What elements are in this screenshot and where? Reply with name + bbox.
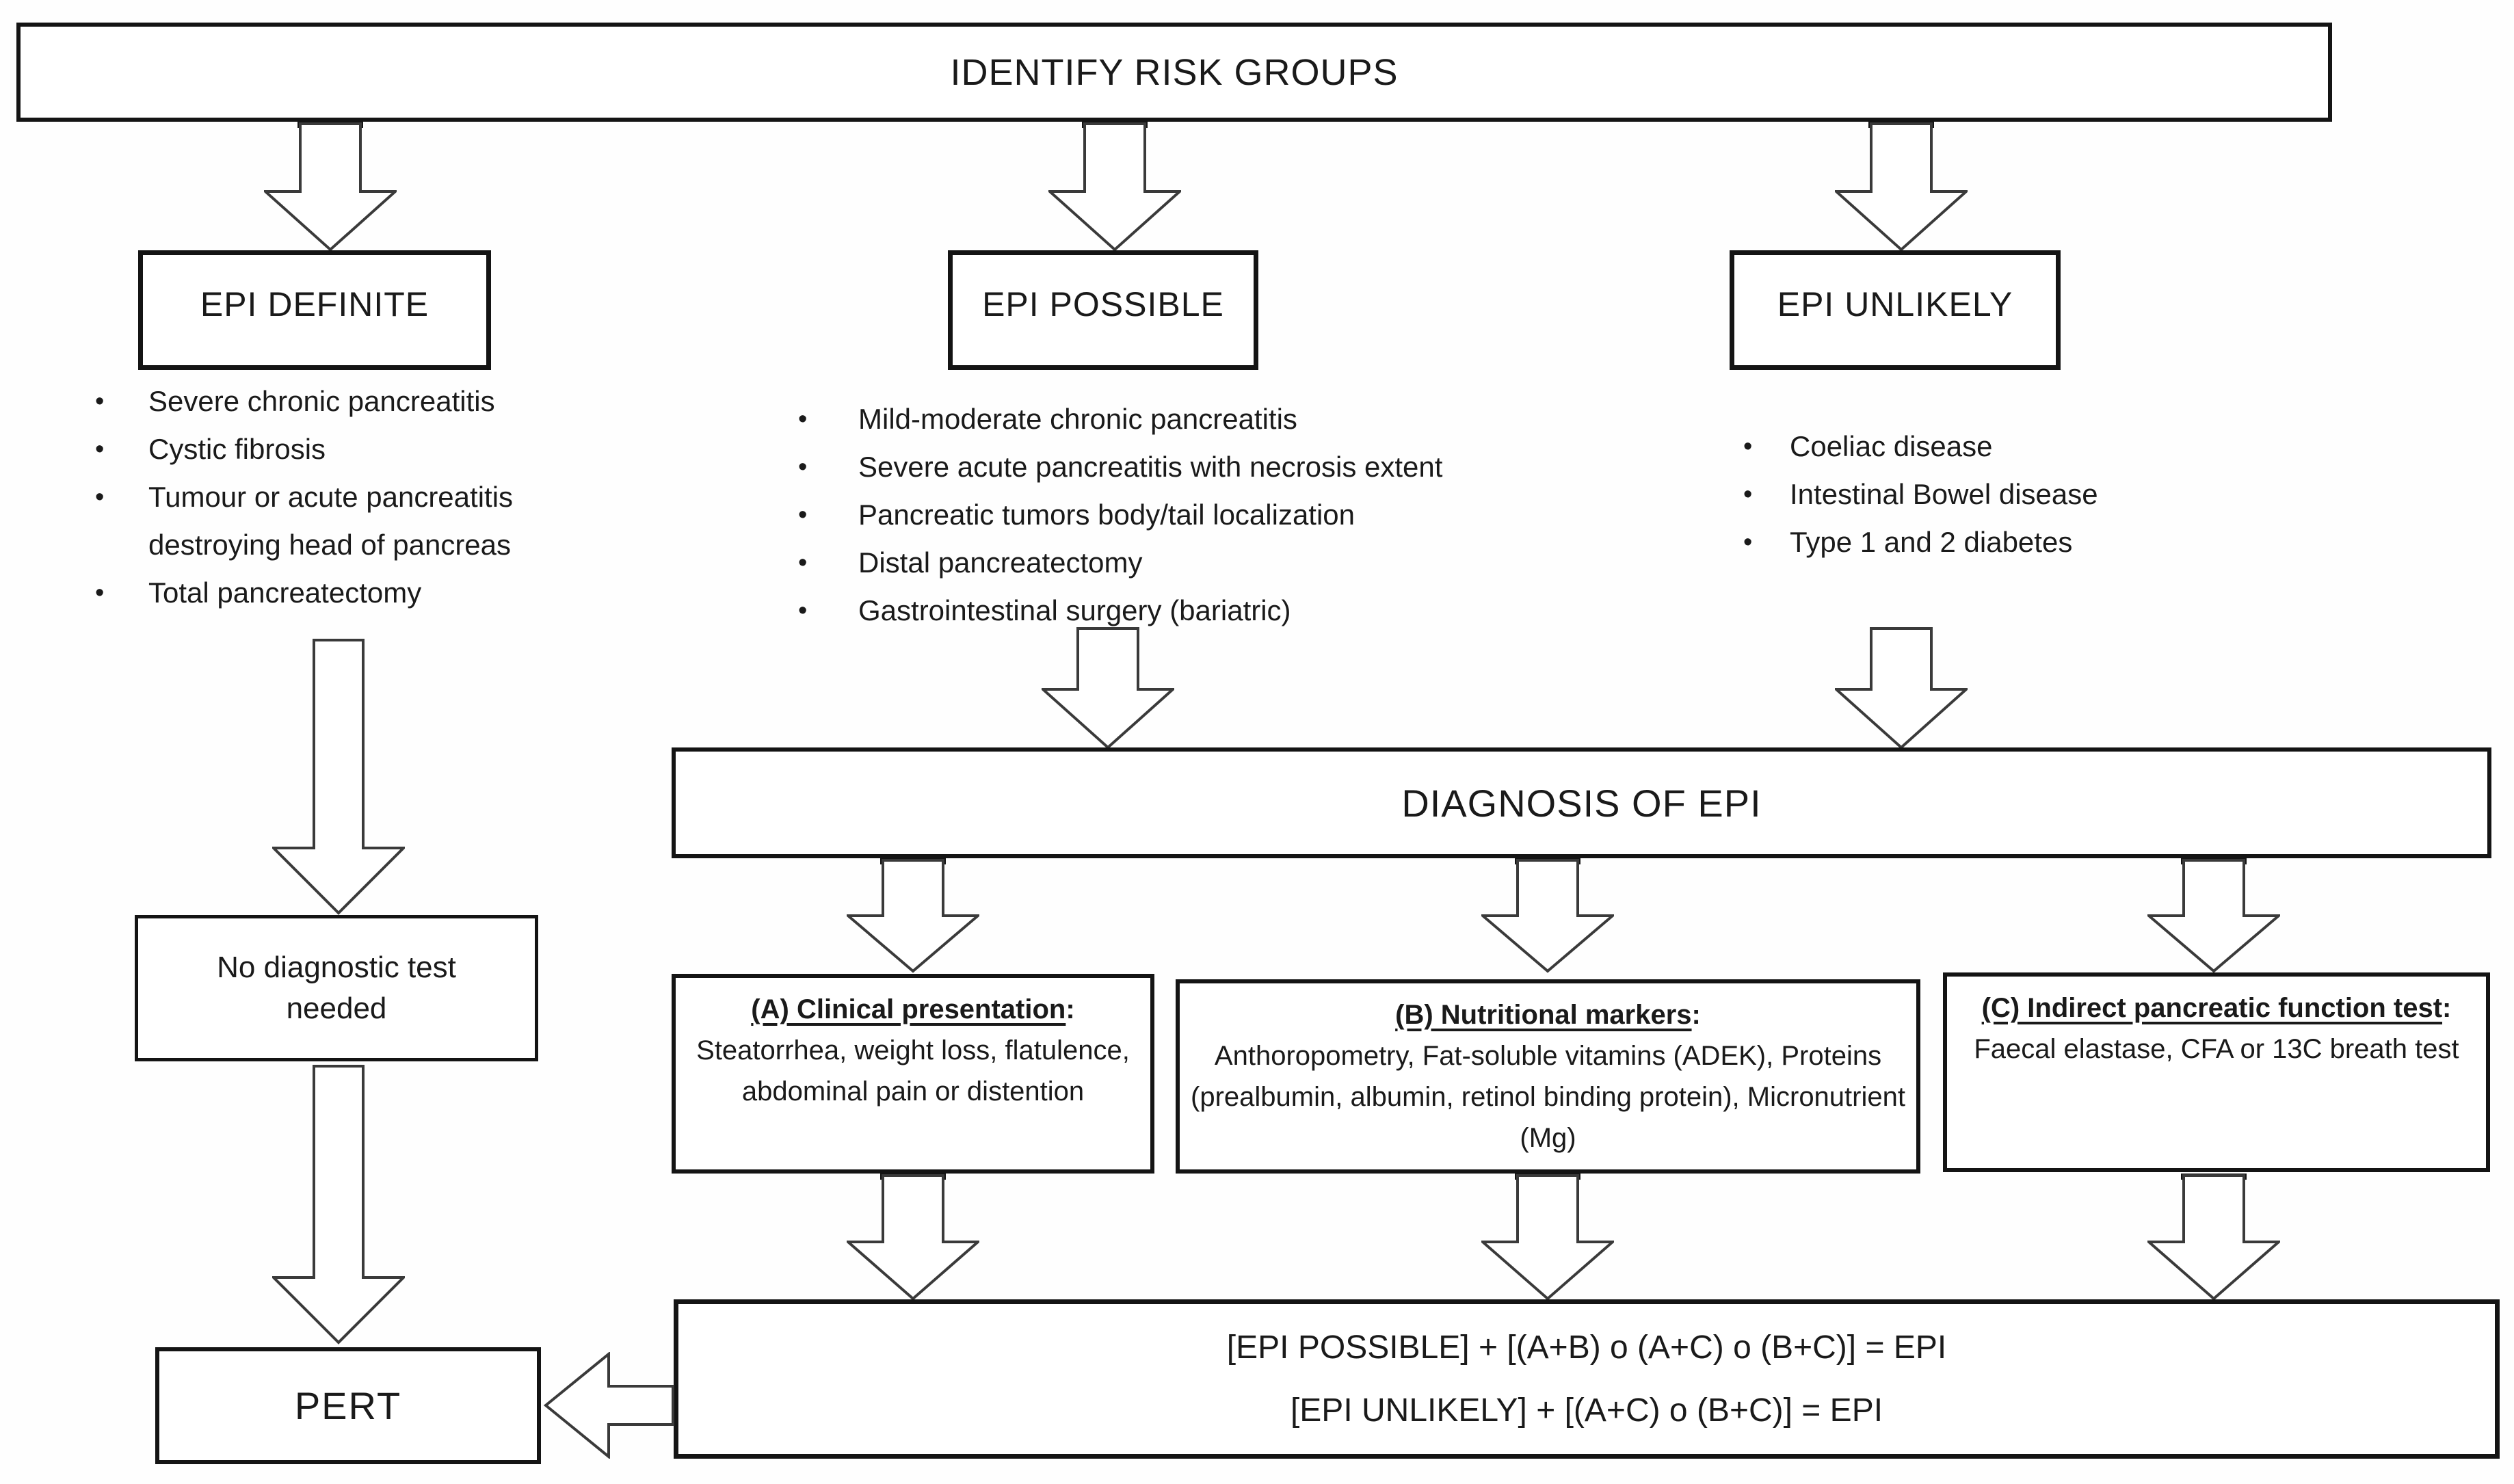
down-arrow-icon-test-c-to-formula (2147, 1174, 2280, 1301)
list-item: Type 1 and 2 diabetes (1741, 518, 2294, 566)
down-arrow-icon-test-b-to-formula (1481, 1174, 1614, 1301)
no-diagnostic-test-label: No diagnostic test needed (217, 951, 456, 1025)
pert-label: PERT (294, 1384, 402, 1427)
list-item: Tumour or acute pancreatitis destroying … (92, 473, 598, 569)
epi-definite-bullet-list: Severe chronic pancreatitis Cystic fibro… (92, 377, 598, 617)
list-item: Coeliac disease (1741, 423, 2294, 471)
epi-possible-box: EPI POSSIBLE (948, 250, 1258, 370)
nutritional-markers-title: (B) Nutritional markers (1395, 1000, 1692, 1030)
epi-definite-box: EPI DEFINITE (138, 250, 491, 370)
colon-text: : (1066, 994, 1075, 1024)
epi-possible-label: EPI POSSIBLE (982, 284, 1224, 323)
nutritional-markers-body: Anthoropometry, Fat-soluble vitamins (AD… (1191, 1041, 1905, 1153)
epi-definite-label: EPI DEFINITE (200, 284, 429, 323)
diagnosis-of-epi-title: DIAGNOSIS OF EPI (1401, 781, 1762, 825)
clinical-presentation-box: (A) Clinical presentation: Steatorrhea, … (672, 974, 1154, 1174)
formula-line-unlikely: [EPI UNLIKELY] + [(A+C) o (B+C)] = EPI (1290, 1392, 1883, 1429)
list-item: Gastrointestinal surgery (bariatric) (795, 587, 1657, 635)
clinical-presentation-body: Steatorrhea, weight loss, flatulence, ab… (696, 1035, 1130, 1107)
list-item: Severe chronic pancreatitis (92, 377, 598, 425)
identify-risk-groups-title: IDENTIFY RISK GROUPS (950, 51, 1399, 93)
colon-text: : (2442, 993, 2452, 1023)
down-arrow-icon-definite-to-no-test (272, 639, 405, 915)
list-item: Intestinal Bowel disease (1741, 471, 2294, 518)
down-arrow-icon-unlikely-to-diagnosis (1835, 627, 1968, 750)
pert-box: PERT (155, 1347, 541, 1464)
diagnosis-of-epi-box: DIAGNOSIS OF EPI (672, 747, 2491, 858)
epi-formula-box: [EPI POSSIBLE] + [(A+B) o (A+C) o (B+C)]… (674, 1299, 2500, 1459)
clinical-presentation-title: (A) Clinical presentation (751, 994, 1066, 1024)
list-item: Severe acute pancreatitis with necrosis … (795, 443, 1657, 491)
list-item: Total pancreatectomy (92, 569, 598, 617)
down-arrow-icon-possible-to-diagnosis (1042, 627, 1174, 750)
down-arrow-icon-no-test-to-pert (272, 1065, 405, 1344)
list-item: Pancreatic tumors body/tail localization (795, 491, 1657, 539)
left-arrow-icon-formula-to-pert (544, 1352, 674, 1459)
down-arrow-icon-to-epi-possible (1048, 122, 1181, 252)
no-diagnostic-test-box: No diagnostic test needed (135, 915, 538, 1061)
epi-unlikely-label: EPI UNLIKELY (1777, 284, 2013, 323)
indirect-test-body: Faecal elastase, CFA or 13C breath test (1974, 1034, 2459, 1064)
epi-unlikely-bullet-list: Coeliac disease Intestinal Bowel disease… (1741, 423, 2294, 566)
list-item: Mild-moderate chronic pancreatitis (795, 395, 1657, 443)
nutritional-markers-title-line: (B) Nutritional markers: (1395, 994, 1701, 1035)
down-arrow-icon-to-epi-unlikely (1835, 122, 1968, 252)
identify-risk-groups-box: IDENTIFY RISK GROUPS (16, 23, 2332, 122)
indirect-test-title: (C) Indirect pancreatic function test (1981, 993, 2443, 1023)
down-arrow-icon-diagnosis-to-test-c (2147, 858, 2280, 973)
down-arrow-icon-to-epi-definite (264, 122, 397, 252)
indirect-test-title-line: (C) Indirect pancreatic function test: (1982, 988, 2452, 1029)
nutritional-markers-box: (B) Nutritional markers: Anthoropometry,… (1176, 979, 1920, 1174)
epi-unlikely-box: EPI UNLIKELY (1730, 250, 2061, 370)
clinical-presentation-title-line: (A) Clinical presentation: (751, 989, 1074, 1030)
indirect-pancreatic-function-test-box: (C) Indirect pancreatic function test: F… (1943, 972, 2490, 1172)
epi-possible-bullet-list: Mild-moderate chronic pancreatitis Sever… (795, 395, 1657, 635)
down-arrow-icon-diagnosis-to-test-a (847, 858, 979, 973)
list-item: Cystic fibrosis (92, 425, 598, 473)
down-arrow-icon-test-a-to-formula (847, 1174, 979, 1301)
colon-text: : (1691, 1000, 1701, 1030)
down-arrow-icon-diagnosis-to-test-b (1481, 858, 1614, 973)
formula-line-possible: [EPI POSSIBLE] + [(A+B) o (A+C) o (B+C)]… (1226, 1329, 1947, 1366)
list-item: Distal pancreatectomy (795, 539, 1657, 587)
